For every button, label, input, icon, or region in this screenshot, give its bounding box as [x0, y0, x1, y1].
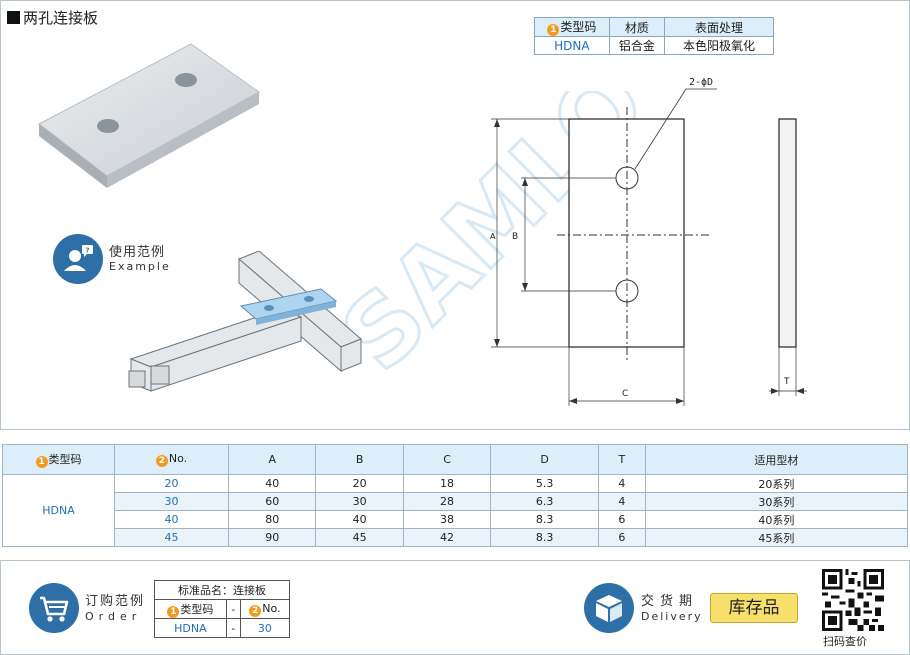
delivery-label-en: Delivery	[641, 610, 703, 623]
cart-icon	[40, 596, 69, 622]
page-title-text: 两孔连接板	[23, 9, 99, 27]
dimension-t-label: T	[783, 377, 790, 387]
order-standard-name: 标准品名：连接板	[154, 580, 290, 600]
spec-header-a: A	[227, 444, 317, 475]
spec-header-b: B	[315, 444, 404, 475]
delivery-icon-circle	[584, 583, 634, 633]
spec-cell: 20系列	[644, 474, 909, 493]
order-dash: -	[225, 618, 241, 638]
spec-header-c: C	[402, 444, 492, 475]
example-label-zh: 使用范例	[109, 245, 166, 260]
dimension-a-label: A	[490, 232, 496, 241]
order-type-value: HDNA	[154, 618, 227, 638]
order-label-en: Order	[85, 610, 142, 623]
svg-text:?: ?	[85, 247, 89, 255]
spec-type-code: HDNA	[2, 474, 115, 547]
spec-header-t: T	[598, 444, 646, 475]
dimension-c-label: C	[622, 389, 628, 399]
spec-cell: 6	[598, 528, 646, 547]
spec-header-d: D	[490, 444, 600, 475]
type-table-header-material: 材质	[608, 17, 665, 37]
badge-one-icon: 1	[167, 605, 180, 618]
product-image	[38, 43, 260, 188]
spec-cell: 80	[227, 510, 317, 529]
delivery-label-zh: 交货期	[641, 594, 699, 609]
spec-cell: 45	[315, 528, 404, 547]
hole-dimension-label: 2-ϕD	[689, 77, 713, 88]
type-table-row: HDNA 铝合金 本色阳极氧化	[534, 36, 775, 55]
order-value-row: HDNA - 30	[154, 618, 291, 638]
spec-cell: 4	[598, 474, 646, 493]
spec-cell: 60	[227, 492, 317, 511]
spec-cell: 90	[227, 528, 317, 547]
spec-cell: 40	[315, 510, 404, 529]
stock-badge: 库存品	[710, 593, 798, 623]
spec-cell: 4	[598, 492, 646, 511]
type-table-material: 铝合金	[608, 36, 665, 55]
example-icon-circle: ?	[53, 234, 103, 284]
qr-code-icon[interactable]	[822, 569, 884, 631]
title-square-icon	[7, 11, 20, 24]
spec-cell: 8.3	[490, 528, 600, 547]
example-label-en: Example	[109, 260, 171, 273]
spec-cell: 6	[598, 510, 646, 529]
badge-two-icon: 2	[155, 455, 168, 467]
spec-cell: 18	[402, 474, 492, 493]
order-no-value: 30	[239, 618, 291, 638]
order-title-row: 标准品名：连接板	[154, 580, 290, 600]
spec-cell: 30	[315, 492, 404, 511]
spec-cell: 28	[402, 492, 492, 511]
order-label-zh: 订购范例	[85, 594, 146, 609]
person-question-icon: ?	[64, 245, 93, 271]
badge-two-icon: 2	[249, 604, 262, 617]
technical-drawing: 2-ϕD A B C T	[490, 77, 807, 406]
spec-cell: 8.3	[490, 510, 600, 529]
spec-cell: 45系列	[644, 528, 909, 547]
type-table-finish: 本色阳极氧化	[663, 36, 775, 55]
spec-cell: 45	[114, 528, 229, 547]
spec-cell: 38	[402, 510, 492, 529]
badge-one-icon: 1	[35, 456, 48, 468]
table-row: 45 90 45 42 8.3 6 45系列	[3, 528, 909, 547]
order-icon-circle	[29, 583, 79, 633]
spec-cell: 42	[402, 528, 492, 547]
qr-label: 扫码查价	[823, 635, 867, 648]
table-row: 40 80 40 38 8.3 6 40系列	[3, 510, 909, 529]
type-table-header-finish: 表面处理	[663, 17, 775, 37]
example-illustration	[128, 251, 362, 392]
spec-cell: 40	[114, 510, 229, 529]
box-icon	[596, 595, 622, 622]
spec-cell: 6.3	[490, 492, 600, 511]
order-dash: -	[225, 599, 241, 619]
table-row: 30 60 30 28 6.3 4 30系列	[3, 492, 909, 511]
spec-cell: 20	[315, 474, 404, 493]
spec-cell: 40系列	[644, 510, 909, 529]
type-table-code: HDNA	[534, 36, 610, 55]
spec-cell: 20	[114, 474, 229, 493]
badge-one-icon: 1	[547, 24, 560, 36]
dimension-b-label: B	[512, 232, 518, 242]
page-title: 两孔连接板	[7, 7, 98, 28]
spec-cell: 30	[114, 492, 229, 511]
spec-cell: 30系列	[644, 492, 909, 511]
table-row: HDNA 20 40 20 18 5.3 4 20系列	[2, 474, 909, 547]
spec-header-profile: 适用型材	[644, 444, 909, 475]
spec-cell: 5.3	[490, 474, 600, 493]
spec-cell: 40	[227, 474, 317, 493]
